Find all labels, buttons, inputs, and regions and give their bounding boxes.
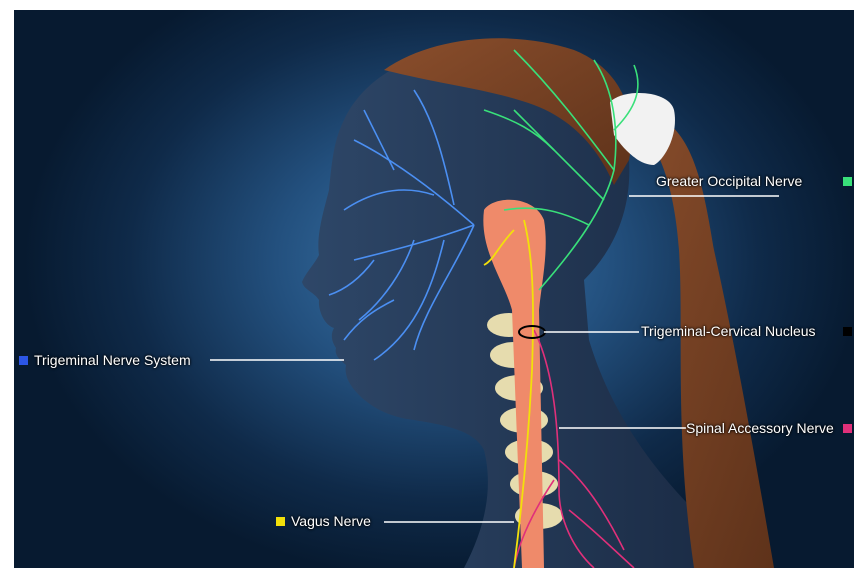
vagus-nerve-label: Vagus Nerve <box>291 513 371 529</box>
head-neck-nerves-graphic <box>14 10 854 568</box>
trigeminal-nerve-system-label: Trigeminal Nerve System <box>34 352 191 368</box>
greater-occipital-nerve-label: Greater Occipital Nerve <box>656 173 802 189</box>
trigeminal-system-swatch <box>19 356 28 365</box>
trigeminal-cervical-swatch <box>843 327 852 336</box>
anatomy-illustration: Greater Occipital Nerve Trigeminal-Cervi… <box>14 10 854 568</box>
vagus-swatch <box>276 517 285 526</box>
spinal-accessory-nerve-label: Spinal Accessory Nerve <box>686 420 834 436</box>
greater-occipital-swatch <box>843 177 852 186</box>
trigeminal-cervical-nucleus-label: Trigeminal-Cervical Nucleus <box>641 323 816 339</box>
spinal-accessory-swatch <box>843 424 852 433</box>
